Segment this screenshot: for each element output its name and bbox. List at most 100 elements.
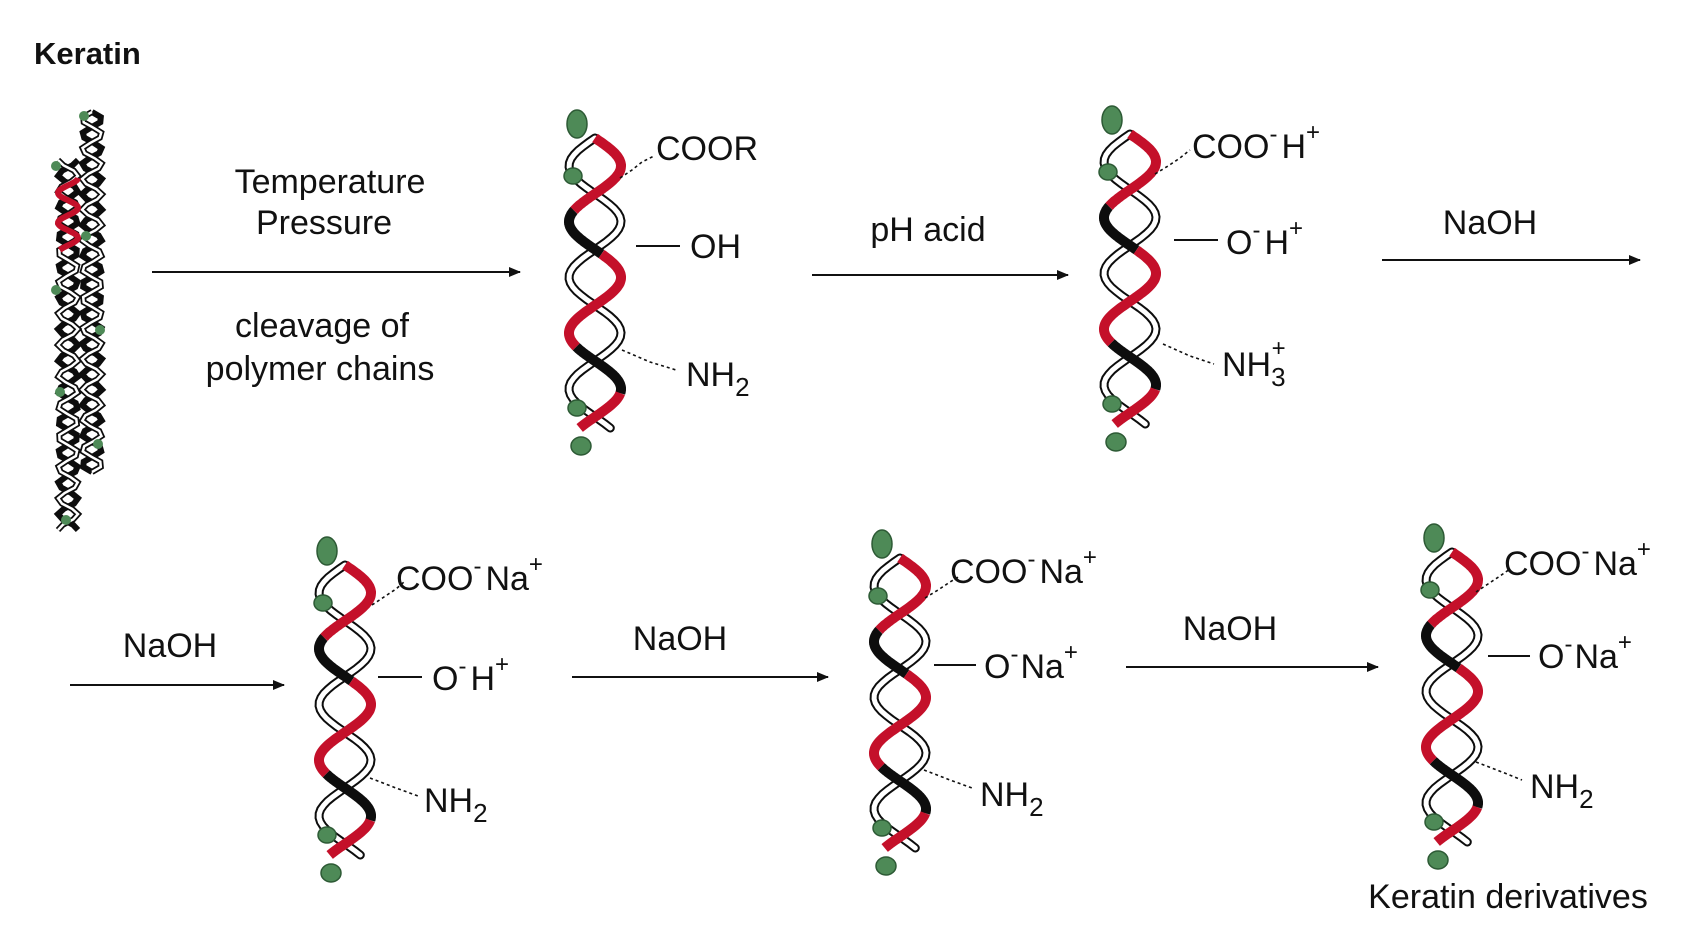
helix-terminal-bottom-2 xyxy=(875,856,897,876)
carboxyl-counterion-5: Na xyxy=(1593,545,1637,583)
amine-label-3: NH xyxy=(424,782,473,820)
helix-terminal-top-2 xyxy=(1098,163,1118,181)
hydroxyl-counterion-5: Na xyxy=(1574,638,1618,676)
diagram-title: Keratin xyxy=(34,36,141,71)
hydroxyl-counterion-charge-3: + xyxy=(495,651,509,678)
helix-strand-back-inner xyxy=(566,135,624,431)
keratin-derivatives-label: Keratin derivatives xyxy=(1368,878,1648,916)
hydroxyl-counterion-charge-5: + xyxy=(1618,629,1632,656)
arrow-2-condition: pH acid xyxy=(870,211,985,249)
arrow-1-note-polymer-chains: polymer chains xyxy=(206,350,435,388)
helix-terminal-bottom xyxy=(872,819,892,837)
helix-terminal-bottom-2 xyxy=(570,436,592,456)
reaction-arrow-3: NaOH xyxy=(1382,204,1641,265)
svg-text:O-H+: O-H+ xyxy=(432,651,509,698)
amine-group-3: NH2 xyxy=(369,777,488,828)
helix-structure-2 xyxy=(1098,105,1161,452)
helix-strand-back-inner xyxy=(1423,549,1481,845)
helix-strand-segment-2 xyxy=(869,626,910,679)
carboxyl-group-2: COO-H+ xyxy=(1154,119,1320,175)
amine-charge-2: + xyxy=(1272,335,1286,362)
species-5: COO-Na+ O-Na+ NH2 xyxy=(1420,523,1651,870)
arrow-4-condition: NaOH xyxy=(123,627,217,665)
carboxyl-label-2: COO xyxy=(1192,128,1269,166)
svg-text:NH2: NH2 xyxy=(686,356,750,402)
helix-terminal-top xyxy=(316,536,338,566)
bundle-strand-2 xyxy=(53,157,83,533)
helix-strand-back-inner xyxy=(316,562,374,858)
amine-group-2: NH3+ xyxy=(1162,335,1286,392)
amine-subscript-3: 2 xyxy=(473,798,487,828)
species-3: COO-Na+ O-H+ NH2 xyxy=(313,536,543,883)
hydroxyl-counterion-charge-2: + xyxy=(1289,215,1303,242)
helix-strand-segment-4 xyxy=(1429,757,1483,809)
helix-strand-segment-1 xyxy=(875,553,931,634)
helix-strand-segment-1 xyxy=(320,560,376,641)
helix-terminal-bottom xyxy=(567,399,587,417)
helix-strand-segment-4 xyxy=(322,770,376,822)
helix-strand-segment-5 xyxy=(326,818,375,859)
helix-terminal-bottom xyxy=(1102,395,1122,413)
carboxyl-charge-2: - xyxy=(1269,121,1277,148)
bundle-terminal-2 xyxy=(51,161,61,171)
helix-terminal-top xyxy=(1423,523,1445,553)
helix-structure-1 xyxy=(563,109,626,456)
helix-terminal-bottom-2 xyxy=(1427,850,1449,870)
carboxyl-label-1: COOR xyxy=(656,130,758,168)
amine-subscript-5: 2 xyxy=(1579,784,1593,814)
species-1: COOR OH NH2 xyxy=(563,109,758,456)
species-4: COO-Na+ O-Na+ NH2 xyxy=(868,529,1097,876)
arrow-1-condition-pressure: Pressure xyxy=(256,204,392,242)
helix-terminal-bottom-2 xyxy=(1105,432,1127,452)
svg-text:O-Na+: O-Na+ xyxy=(984,639,1078,686)
hydroxyl-label-1: OH xyxy=(690,228,741,266)
carboxyl-counterion-charge-5: + xyxy=(1637,536,1651,563)
helix-strand-segment-5 xyxy=(1111,387,1160,428)
svg-text:O-H+: O-H+ xyxy=(1226,215,1303,262)
carboxyl-counterion-charge-4: + xyxy=(1083,544,1097,571)
hydroxyl-counterion-charge-4: + xyxy=(1064,639,1078,666)
svg-text:NH2: NH2 xyxy=(1530,768,1594,814)
helix-strand-segment-3 xyxy=(1099,245,1161,347)
helix-strand-segment-3 xyxy=(314,676,376,778)
svg-text:COO-Na+: COO-Na+ xyxy=(1504,536,1651,583)
carboxyl-counterion-3: Na xyxy=(485,560,529,598)
svg-text:NH3+: NH3+ xyxy=(1222,335,1286,392)
carboxyl-charge-3: - xyxy=(473,553,481,580)
arrow-6-condition: NaOH xyxy=(1183,610,1277,648)
helix-strand-segment-4 xyxy=(1107,339,1161,391)
hydroxyl-counterion-4: Na xyxy=(1020,648,1064,686)
carboxyl-counterion-4: Na xyxy=(1039,553,1083,591)
svg-text:O-Na+: O-Na+ xyxy=(1538,629,1632,676)
helix-strand-segment-4 xyxy=(877,763,931,815)
amine-subscript-2: 3 xyxy=(1271,362,1285,392)
hydroxyl-label-3: O xyxy=(432,660,458,698)
carboxyl-group-5: COO-Na+ xyxy=(1475,536,1651,593)
carboxyl-group-1: COOR xyxy=(619,130,758,179)
hydroxyl-charge-3: - xyxy=(458,653,466,680)
amine-group-4: NH2 xyxy=(923,769,1044,822)
helix-strand-segment-5 xyxy=(1433,805,1482,846)
helix-strand-segment-3 xyxy=(1421,663,1483,765)
bundle-red-segment xyxy=(54,177,82,253)
svg-text:NH2: NH2 xyxy=(980,776,1044,822)
hydroxyl-label-2: O xyxy=(1226,224,1252,262)
reaction-arrow-5: NaOH xyxy=(572,620,829,682)
hydroxyl-charge-4: - xyxy=(1010,641,1018,668)
hydroxyl-charge-5: - xyxy=(1564,631,1572,658)
helix-strand-segment-1 xyxy=(1427,547,1483,628)
amine-subscript-4: 2 xyxy=(1029,792,1043,822)
reaction-arrow-1: Temperature Pressure cleavage of polymer… xyxy=(152,163,521,388)
hydroxyl-group-3: O-H+ xyxy=(378,651,509,698)
amine-label-4: NH xyxy=(980,776,1029,814)
bundle-terminal-3 xyxy=(51,285,61,295)
helix-terminal-bottom xyxy=(1424,813,1444,831)
amine-label-2: NH xyxy=(1222,346,1271,384)
carboxyl-label-4: COO xyxy=(950,553,1027,591)
helix-strand-segment-5 xyxy=(576,391,625,432)
carboxyl-group-3: COO-Na+ xyxy=(371,551,543,606)
helix-terminal-top xyxy=(1101,105,1123,135)
helix-terminal-bottom-2 xyxy=(320,863,342,883)
helix-strand-segment-3 xyxy=(869,669,931,771)
